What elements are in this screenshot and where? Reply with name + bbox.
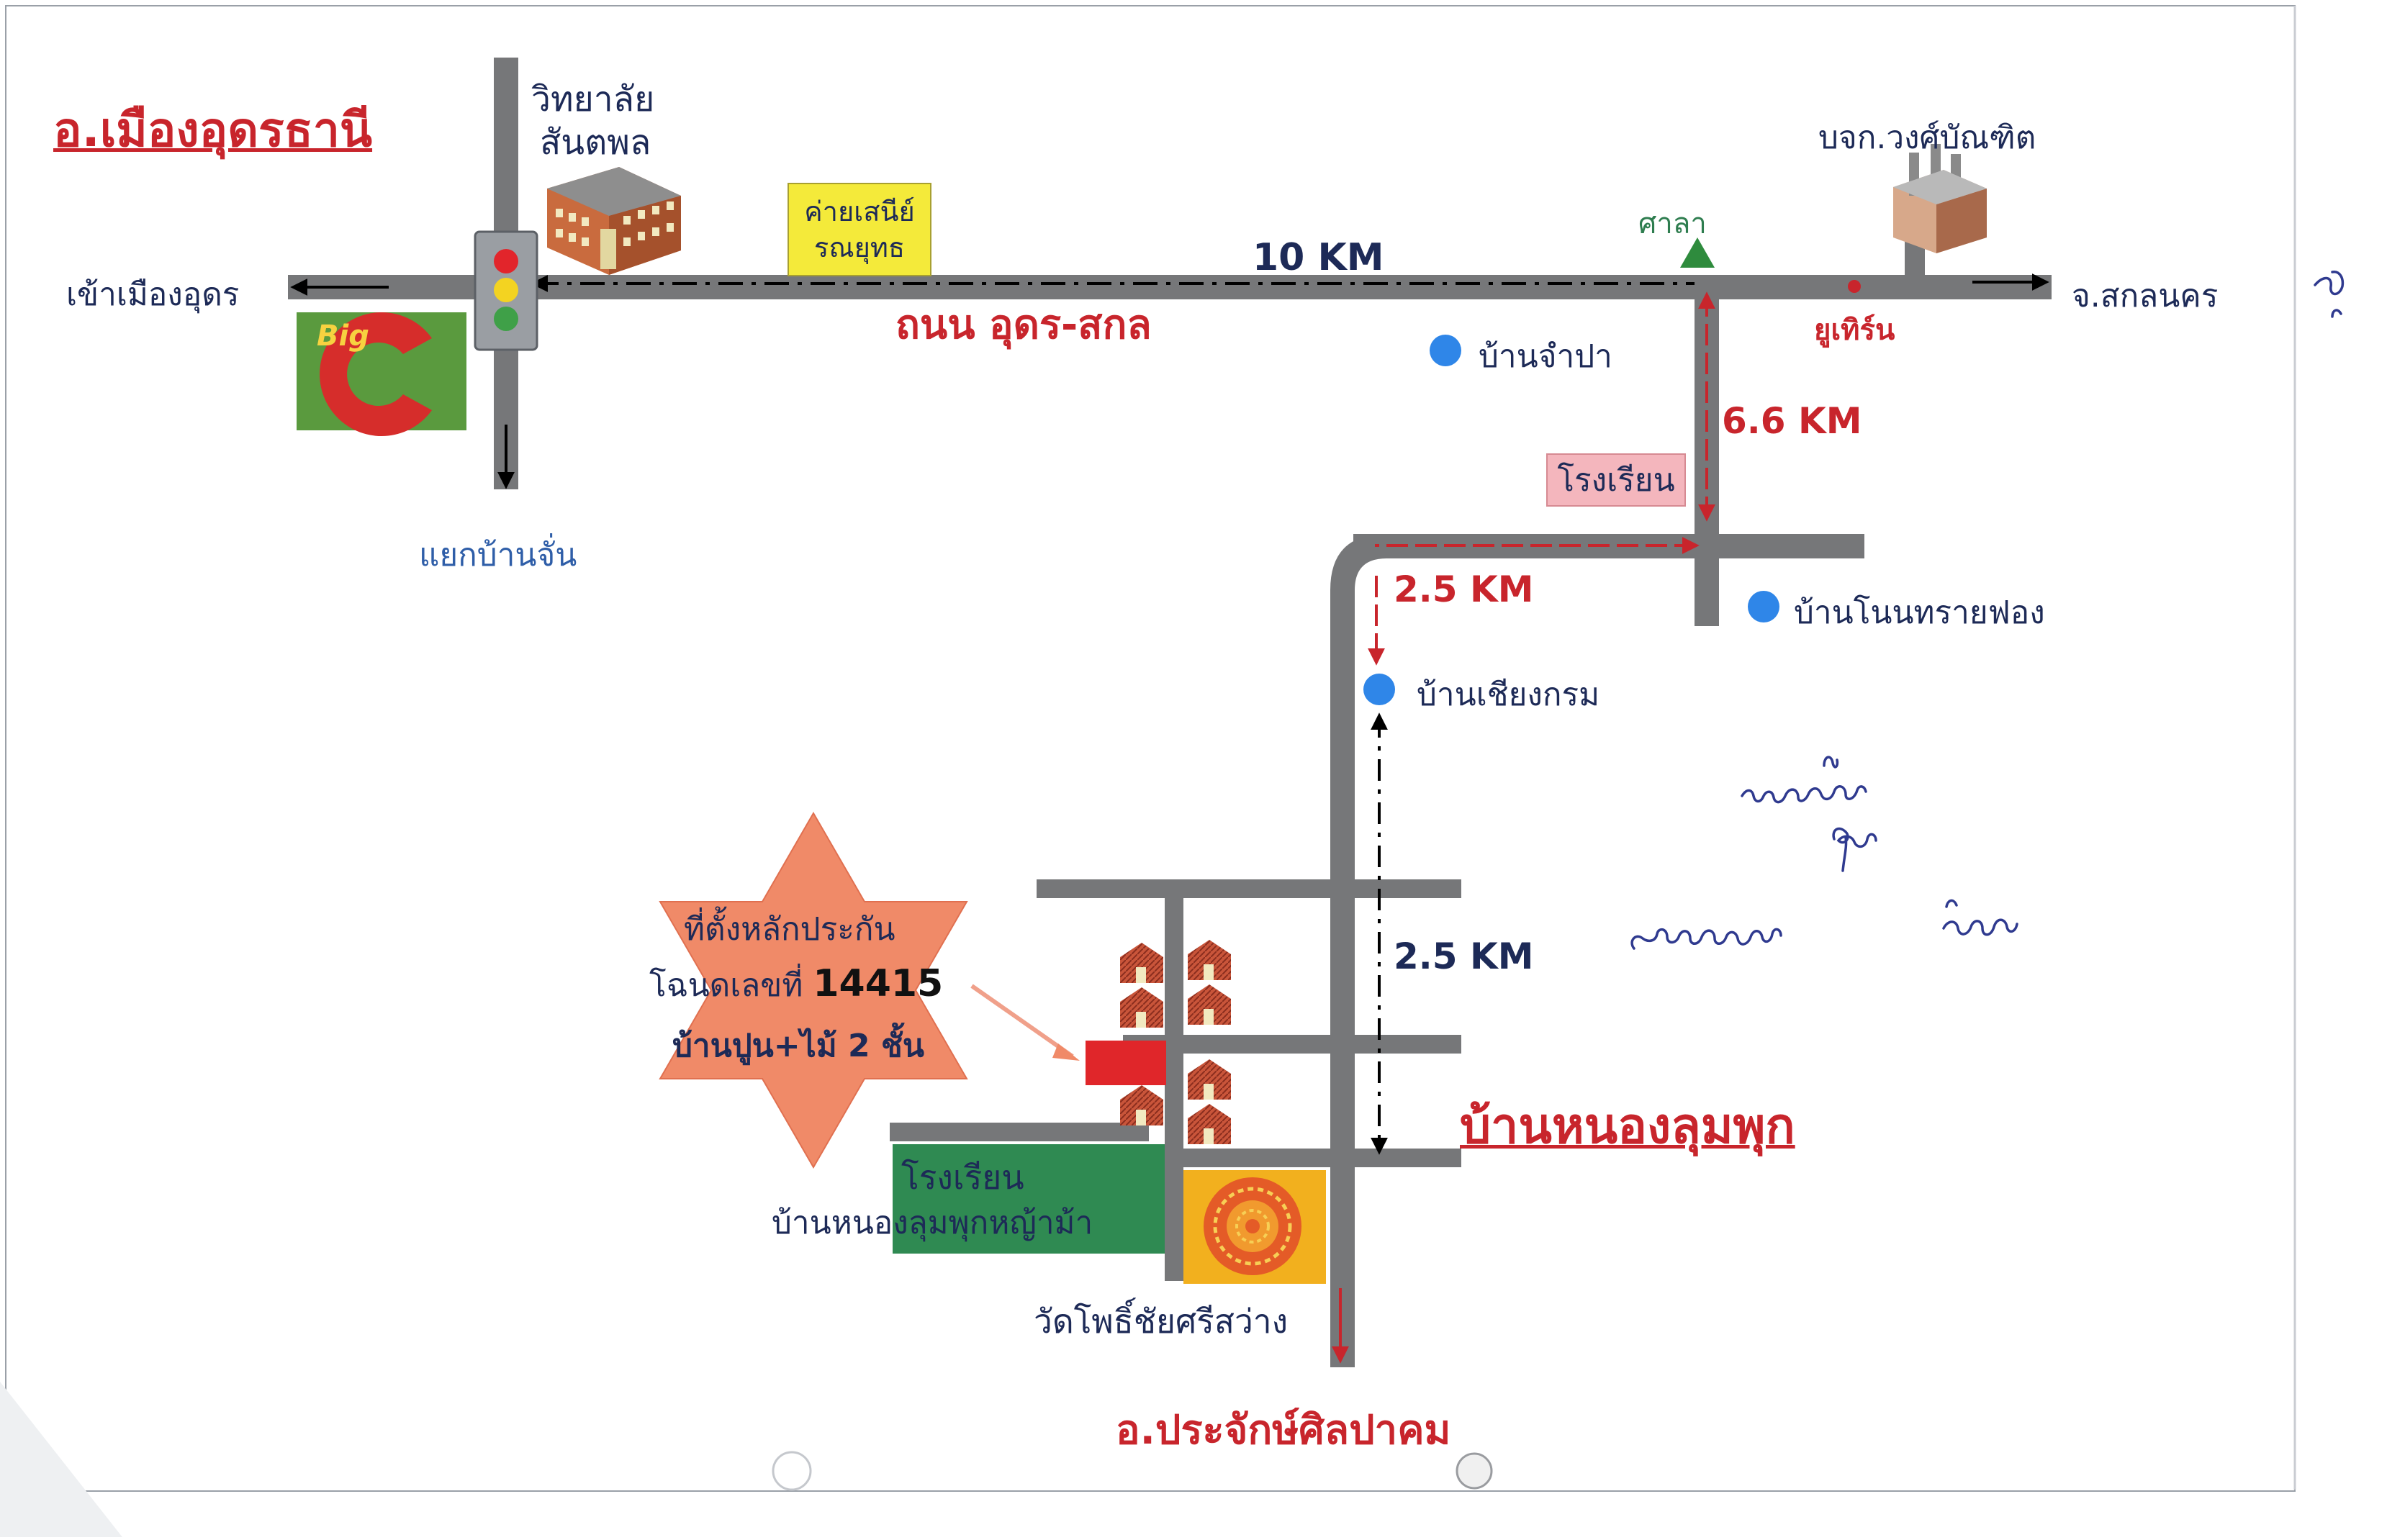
to-sakon-label: จ.สกลนคร — [2072, 278, 2219, 314]
temple-icon — [1183, 1170, 1326, 1284]
junction-label: แยกบ้านจั่น — [419, 537, 577, 574]
road-main — [288, 275, 2052, 299]
road-corner — [1330, 534, 1396, 1367]
village-school-line2: บ้านหนองลุมพุกหญ้าม้า — [772, 1205, 1093, 1241]
collateral-star — [659, 811, 968, 1169]
scan-edge — [0, 1382, 122, 1537]
callout-line1: ที่ตั้งหลักประกัน — [684, 911, 895, 948]
camp-label-box: ค่ายเสนีย์ รณยุทธ — [788, 183, 931, 276]
village-dots — [1363, 335, 1779, 705]
to-prachak-label: อ.ประจักษ์ศิลปาคม — [1116, 1407, 1451, 1454]
college-building-icon — [547, 167, 681, 275]
uturn-label: ยูเทิร์น — [1814, 314, 1895, 347]
scan-hole — [1456, 1452, 1493, 1490]
distance-2-5km-top: 2.5 KM — [1394, 569, 1534, 610]
village-dot-non-sai-fong — [1748, 591, 1779, 622]
traffic-light-icon — [474, 230, 538, 351]
factory-icon — [1893, 144, 1987, 253]
callout-pointer — [970, 984, 1080, 1061]
main-road-label: ถนน อุดร-สกล — [895, 302, 1152, 348]
sala-icon — [1680, 237, 1715, 268]
callout-line2-prefix: โฉนดเลขที่ — [649, 967, 813, 1004]
scan-hole — [772, 1451, 812, 1491]
route-to-property — [1332, 291, 1715, 1364]
company-label: บจก.วงศ์บัณฑิต — [1818, 119, 2036, 156]
bigc-logo — [297, 312, 466, 437]
house-icon — [1188, 984, 1231, 1025]
house-icon — [1120, 1085, 1163, 1125]
village-school-block — [893, 1144, 1165, 1254]
distance-10km: 10 KM — [1253, 236, 1384, 279]
handwritten-note — [1630, 271, 2345, 950]
house-icon — [1120, 987, 1163, 1028]
uturn-marker — [1848, 280, 1861, 293]
property-marker — [1086, 1041, 1166, 1085]
village-dot-chiang-krom — [1363, 674, 1395, 705]
bigc-text: Big — [317, 320, 369, 353]
village-dot-champa — [1430, 335, 1461, 366]
house-icon — [1188, 1059, 1231, 1100]
callout-line3: บ้านปูน+ไม้ 2 ชั้น — [672, 1028, 924, 1064]
temple-label: วัดโพธิ์ชัยศรีสว่าง — [1034, 1302, 1289, 1341]
deed-number: 14415 — [813, 962, 944, 1005]
house-icons — [1120, 940, 1231, 1144]
road-village-top — [1037, 879, 1461, 898]
village-label-chiang-krom: บ้านเชียงกรม — [1417, 676, 1600, 713]
distance-2-5km-bottom: 2.5 KM — [1394, 936, 1534, 977]
callout-line2: โฉนดเลขที่ 14415 — [649, 960, 943, 1010]
village-label-nong-lum-phuk: บ้านหนองลุมพุก — [1460, 1098, 1795, 1155]
to-udon-label: เข้าเมืองอุดร — [66, 276, 240, 313]
road-village-vert — [1165, 889, 1183, 1281]
village-label-non-sai-fong: บ้านโนนทรายฟอง — [1794, 594, 2045, 631]
house-icon — [1120, 943, 1163, 983]
school-label-box: โรงเรียน — [1546, 453, 1686, 507]
house-icon — [1188, 1104, 1231, 1144]
page-title: อ.เมืองอุดรธานี — [53, 102, 373, 158]
college-label-line2: สันตพล — [540, 122, 651, 163]
road-school-top — [890, 1123, 1149, 1141]
camp-label-line2: รณยุทธ — [813, 232, 906, 263]
village-label-champa: บ้านจำปา — [1479, 338, 1612, 375]
house-icon — [1188, 940, 1231, 980]
camp-label-line1: ค่ายเสนีย์ — [804, 196, 915, 227]
road-arrows — [290, 273, 2049, 489]
distance-6-6km: 6.6 KM — [1722, 400, 1862, 442]
college-label-line1: วิทยาลัย — [531, 79, 655, 119]
road-network — [288, 58, 2052, 1367]
sala-label: ศาลา — [1638, 207, 1707, 240]
village-school-line1: โรงเรียน — [901, 1158, 1024, 1197]
